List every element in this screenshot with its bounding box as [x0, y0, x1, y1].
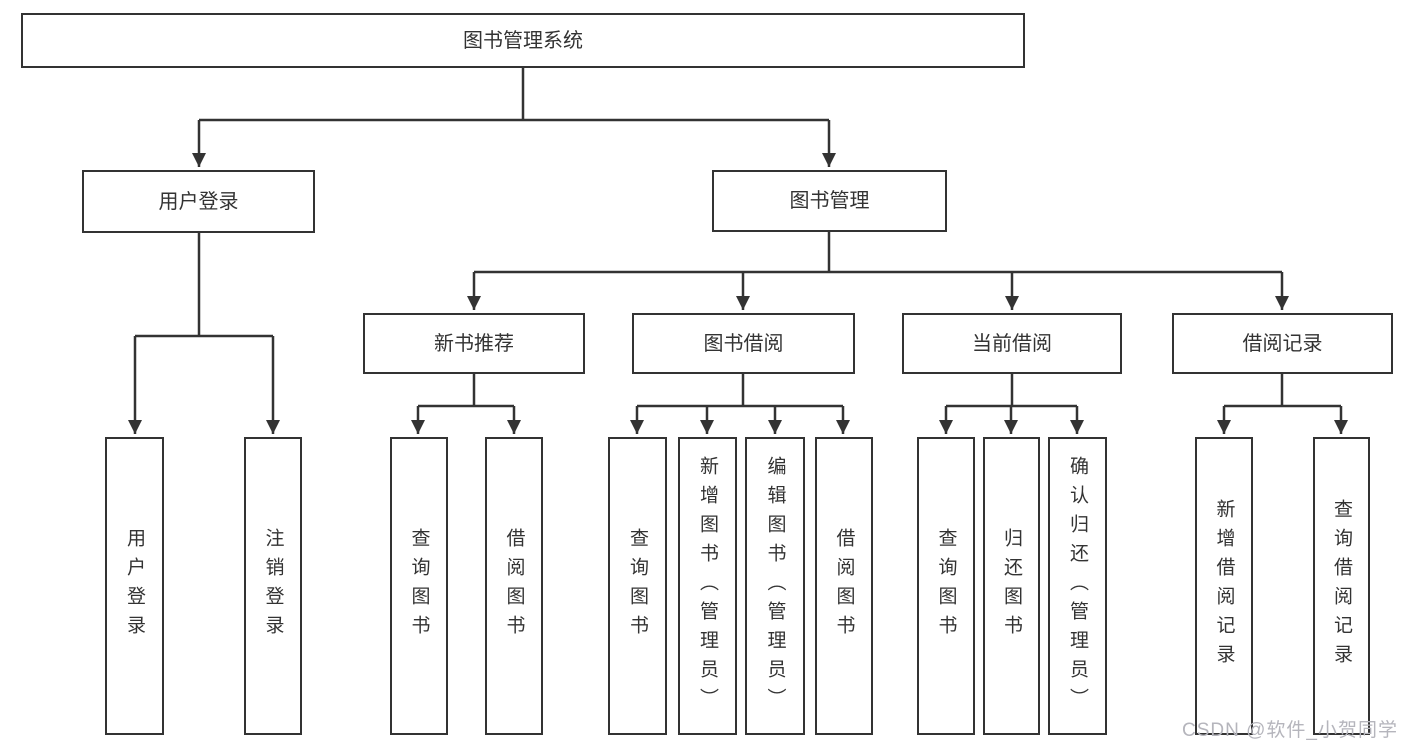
node-user-login: 用户登录 [82, 170, 315, 233]
leaf-label: 确认归还（管理员） [1067, 455, 1088, 717]
leaf-label: 借阅图书 [833, 528, 855, 644]
leaf-label: 查询图书 [627, 528, 648, 644]
leaf-query-borrow-record: 查询借阅记录 [1313, 437, 1370, 735]
leaf-label: 注销登录 [262, 528, 284, 644]
leaf-label: 查询借阅记录 [1331, 499, 1352, 673]
leaf-label: 查询图书 [935, 528, 957, 644]
leaf-query-books-recommend: 查询图书 [390, 437, 448, 735]
leaf-query-books-borrow: 查询图书 [608, 437, 667, 735]
node-current-borrow: 当前借阅 [902, 313, 1122, 374]
leaf-label: 新增借阅记录 [1213, 499, 1235, 673]
leaf-add-book-admin: 新增图书（管理员） [678, 437, 737, 735]
leaf-borrow-books: 借阅图书 [815, 437, 873, 735]
leaf-add-borrow-record: 新增借阅记录 [1195, 437, 1253, 735]
csdn-watermark: CSDN @软件_小贺同学 [1182, 720, 1398, 741]
leaf-confirm-return-admin: 确认归还（管理员） [1048, 437, 1107, 735]
node-root: 图书管理系统 [21, 13, 1025, 68]
leaf-label: 编辑图书（管理员） [764, 455, 786, 717]
leaf-label: 归还图书 [1001, 528, 1022, 644]
node-new-book-recommend: 新书推荐 [363, 313, 585, 374]
leaf-label: 用户登录 [124, 528, 145, 644]
leaf-query-books-current: 查询图书 [917, 437, 975, 735]
node-book-management: 图书管理 [712, 170, 947, 232]
leaf-logout: 注销登录 [244, 437, 302, 735]
leaf-edit-book-admin: 编辑图书（管理员） [745, 437, 805, 735]
leaf-user-login: 用户登录 [105, 437, 164, 735]
node-borrow-records: 借阅记录 [1172, 313, 1393, 374]
leaf-label: 查询图书 [408, 528, 430, 644]
leaf-label: 新增图书（管理员） [697, 455, 718, 717]
leaf-borrow-books-recommend: 借阅图书 [485, 437, 543, 735]
leaf-return-book: 归还图书 [983, 437, 1040, 735]
node-book-borrow: 图书借阅 [632, 313, 855, 374]
leaf-label: 借阅图书 [503, 528, 525, 644]
